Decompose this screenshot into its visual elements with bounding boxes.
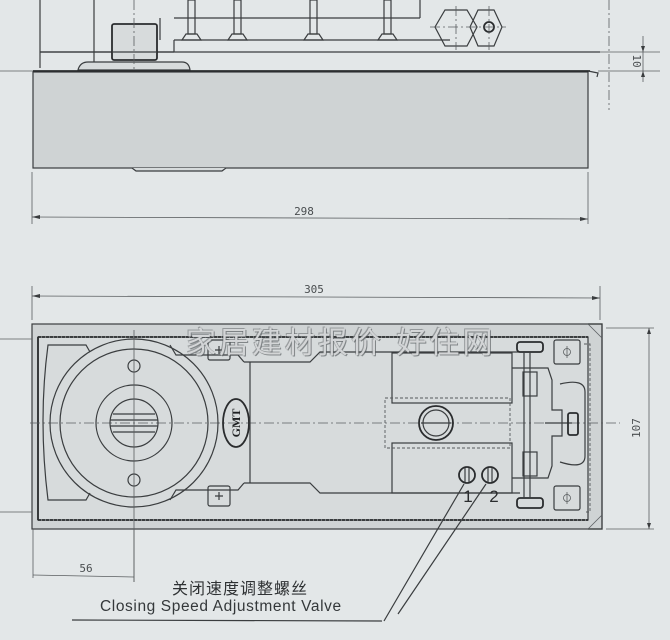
callout-label-english: Closing Speed Adjustment Valve — [100, 598, 342, 615]
svg-text:GMT: GMT — [229, 409, 243, 438]
watermark: 家居建材报价 好住网 — [186, 326, 496, 361]
dimension-flange-height: 10 — [598, 0, 660, 110]
right-mechanism — [512, 341, 591, 513]
side-view: 10 298 — [0, 0, 660, 224]
dim-305-label: 305 — [304, 283, 324, 296]
callout-label-chinese: 关闭速度调整螺丝 — [172, 579, 309, 598]
dim-10-label: 10 — [630, 54, 643, 67]
closing-speed-valves: 1 2 — [458, 466, 499, 506]
central-housing — [244, 351, 520, 494]
valve-2-label: 2 — [489, 487, 498, 506]
bolt-group — [180, 0, 399, 41]
mounting-tab-group — [207, 339, 581, 511]
dimension-width: 107 — [606, 327, 654, 530]
dimension-side-length: 298 — [31, 172, 589, 224]
dimension-top-length: 305 — [31, 283, 601, 320]
dim-56-label: 56 — [79, 562, 92, 575]
dim-298-label: 298 — [294, 205, 314, 218]
hex-nut-group — [430, 6, 506, 50]
dim-107-label: 107 — [630, 418, 643, 438]
callout-leader — [71, 483, 487, 622]
valve-1-label: 1 — [463, 487, 472, 506]
dimension-spindle-offset: 56 — [32, 529, 135, 582]
gmt-logo: GMT — [222, 398, 250, 448]
top-view: 305 — [0, 283, 654, 622]
spindle-assembly — [42, 330, 245, 582]
